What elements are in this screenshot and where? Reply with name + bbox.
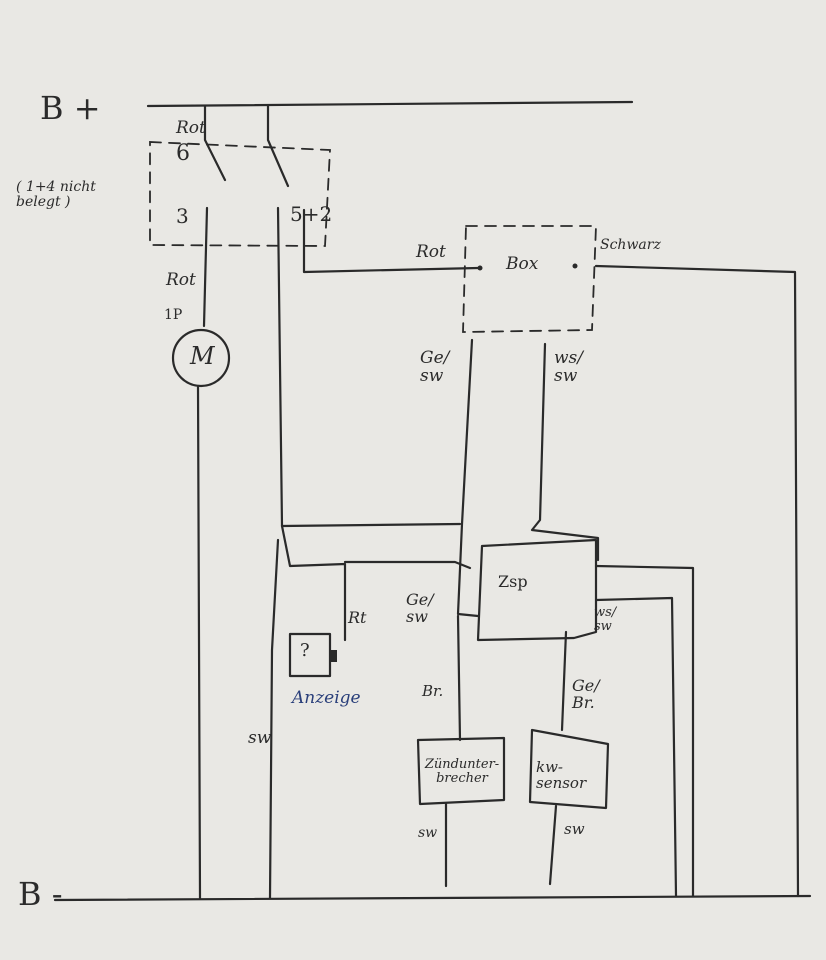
wire-switch-down	[276, 206, 284, 528]
zsp-wire-left	[343, 560, 472, 570]
kw-sensor-outline	[528, 728, 610, 810]
wire-sw-left	[268, 538, 280, 900]
zsp-wire-left-label: Ge/ sw	[406, 590, 434, 626]
wire-term3-motor	[202, 206, 209, 328]
switch-terminal-right: 5+2	[290, 202, 333, 226]
zsp-label: Zsp	[498, 572, 528, 591]
box-wire-down-left-label: Ge/ sw	[420, 348, 450, 386]
anzeige-label: Anzeige	[292, 688, 361, 708]
box-housing	[462, 225, 597, 333]
anzeige-mark	[330, 650, 337, 662]
switch-terminal-left: 3	[176, 204, 189, 228]
switch-note: ( 1+4 nicht belegt )	[16, 179, 96, 210]
negative-rail	[53, 894, 812, 902]
switch-wire-top-label: Rot	[176, 118, 206, 138]
zsp-wire-right-2	[594, 596, 678, 898]
motor-symbol	[171, 328, 231, 388]
kw-sensor-wire-bottom-label: sw	[564, 820, 585, 838]
wire-sw-left-label: sw	[248, 728, 272, 748]
box-dot-in	[477, 265, 483, 271]
anzeige-mark-text: ?	[300, 640, 310, 661]
motor-label: 1P	[164, 307, 183, 323]
wire-box-wssw	[530, 342, 600, 562]
wire-zsp-zundunterbrecher	[456, 614, 462, 742]
wire-motor-ground	[196, 384, 202, 900]
zsp-outline	[476, 538, 598, 642]
wire-kw-sensor-ground	[548, 804, 558, 886]
switch-pole-right	[266, 104, 290, 188]
motor-symbol-text: M	[190, 342, 215, 370]
anzeige-wire-label: Rt	[348, 608, 367, 627]
wire-box-gesw	[456, 338, 480, 618]
wire-loop-left	[280, 524, 347, 642]
switch-pole-left	[203, 104, 227, 182]
box-wire-in-label: Rot	[416, 242, 446, 262]
zsp-wire-right	[594, 564, 695, 898]
switch-wire-bottom-label: Rot	[166, 270, 196, 290]
zsp-wire-right-label: ws/ sw	[594, 605, 617, 634]
box-label: Box	[506, 254, 539, 274]
negative-rail-label: B -	[18, 875, 63, 913]
zundunterbrecher-label: Zündunter- brecher	[424, 757, 500, 786]
zsp-wire-down-label: Ge/ Br.	[572, 676, 600, 712]
zundunterbrecher-wire-top-label: Br.	[422, 682, 444, 700]
kw-sensor-label: kw- sensor	[536, 758, 587, 792]
positive-rail	[146, 100, 634, 108]
zundunterbrecher-outline	[416, 736, 506, 806]
wire-schwarz	[594, 264, 800, 898]
box-dot-out	[572, 263, 578, 269]
box-wire-down-right-label: ws/ sw	[554, 348, 584, 386]
switch-housing	[149, 141, 331, 247]
wire-loop-top	[280, 522, 462, 528]
wire-term52-box	[302, 208, 480, 274]
positive-rail-label: B +	[40, 89, 101, 127]
zundunterbrecher-wire-bottom-label: sw	[418, 825, 438, 841]
zsp-wire-down	[560, 630, 568, 732]
box-wire-out-label: Schwarz	[600, 237, 661, 253]
switch-terminal-top: 6	[176, 141, 190, 166]
anzeige-outline	[288, 632, 332, 678]
